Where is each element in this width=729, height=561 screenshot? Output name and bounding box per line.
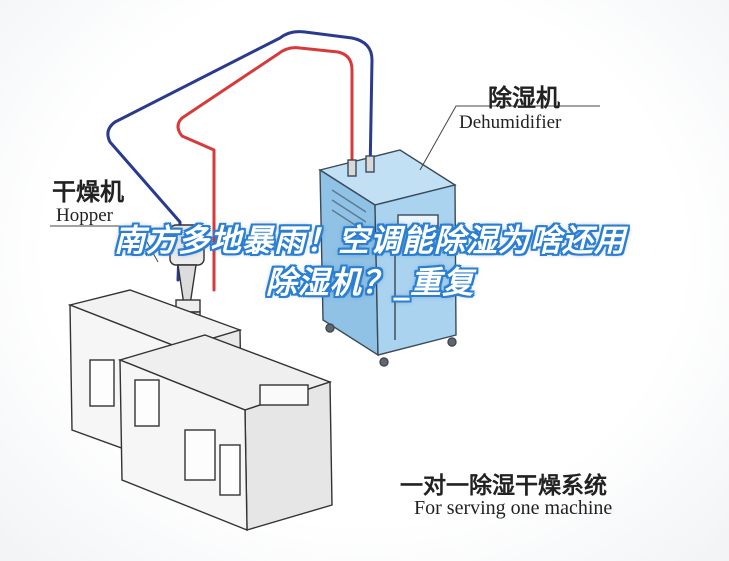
blue-pipe bbox=[106, 30, 374, 282]
dehumidifier-unit bbox=[318, 149, 457, 367]
dehumidifier-leader bbox=[419, 105, 600, 171]
system-label-cn: 一对一除湿干燥系统 bbox=[400, 473, 607, 499]
dehumidifier-label-cn: 除湿机 bbox=[488, 84, 560, 112]
leader-lines bbox=[50, 105, 600, 263]
overlay-title[interactable]: 南方多地暴雨！空调能除湿为啥还用除湿机？_重复 bbox=[114, 223, 626, 301]
hopper-leader bbox=[50, 225, 159, 263]
red-pipe bbox=[176, 46, 354, 292]
pipes bbox=[106, 30, 374, 292]
dehumidifier-label-en: Dehumidifier bbox=[459, 112, 562, 133]
system-label-en: For serving one machine bbox=[414, 497, 613, 519]
molding-machine bbox=[67, 289, 333, 532]
hopper-label-en: Hopper bbox=[56, 205, 113, 226]
hopper-label-cn: 干燥机 bbox=[52, 178, 124, 206]
